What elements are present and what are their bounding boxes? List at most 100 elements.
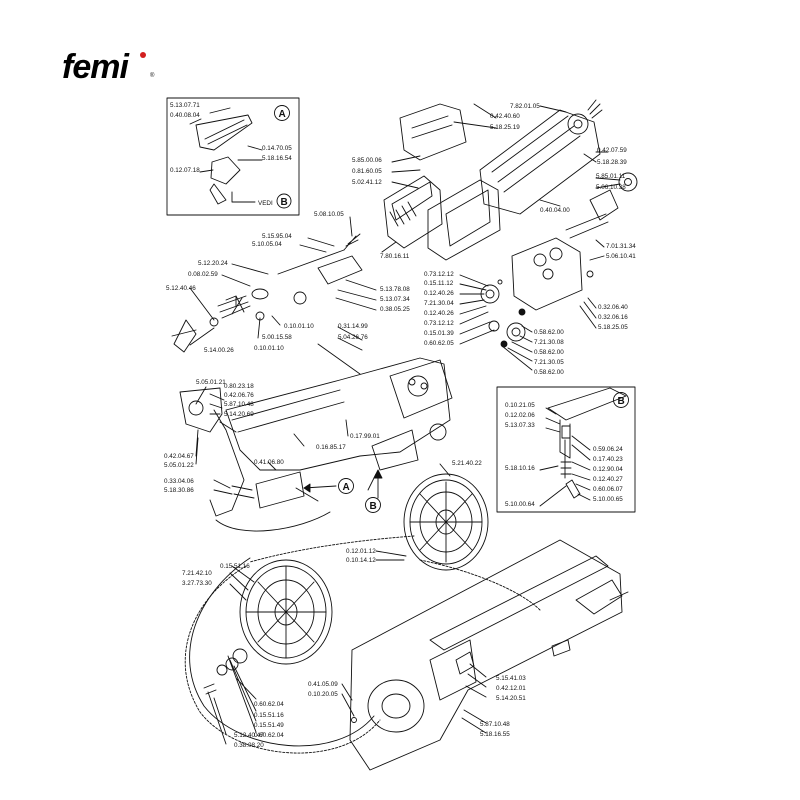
gearbox-cover — [511, 237, 583, 311]
bearing-ring — [488, 320, 500, 332]
label-0.58.62.00-c: 0.58.62.00 — [534, 369, 564, 376]
callout-b-circle — [365, 497, 381, 513]
idler-wheel-spokes — [245, 565, 327, 659]
motor-fan — [618, 172, 638, 192]
gear-mount-bore — [407, 375, 429, 397]
bushing — [293, 291, 307, 305]
label-5.87.10.48: 5.87.10.48 — [224, 401, 254, 408]
label-7.80.16.11: 7.80.16.11 — [380, 253, 410, 260]
label-5.21.40.22: 5.21.40.22 — [452, 460, 482, 467]
label-7.21.42.10: 7.21.42.10 — [182, 570, 212, 577]
label-7.21.30.08: 7.21.30.08 — [534, 339, 564, 346]
inset-b-right-4: 0.12.40.27 — [593, 476, 623, 483]
circlip-2 — [518, 308, 526, 316]
idler-washer — [216, 664, 228, 676]
circlip-1 — [500, 340, 508, 348]
label-0.15.51.16-b: 0.15.51.16 — [254, 712, 284, 719]
label-5.85.00.06: 5.85.00.06 — [352, 157, 382, 164]
idler-wheel — [203, 559, 333, 695]
drive-wheel — [403, 473, 489, 571]
cover-bore-1 — [533, 253, 547, 267]
label-0.12.40.26-b: 0.12.40.26 — [424, 310, 454, 317]
frame-body — [225, 357, 451, 471]
inset-a-label-2: 0.40.08.04 — [170, 112, 200, 119]
bore-hole-2 — [420, 382, 428, 390]
inset-a-label-5: 0.12.07.18 — [170, 167, 200, 174]
label-0.38.05.25: 0.38.05.25 — [380, 306, 410, 313]
sleeve — [251, 288, 269, 300]
idler-bearing-2 — [225, 657, 239, 671]
inset-a-marker: A — [279, 109, 286, 120]
motor-end-hub — [573, 119, 583, 129]
label-0.42.07.59: 0.42.07.59 — [597, 147, 627, 154]
label-5.12.40.47: 5.12.40.47 — [234, 732, 264, 739]
callout-b-marker: B — [370, 501, 377, 512]
wheel-hub-mount — [429, 423, 447, 441]
idler-bearing-1 — [232, 648, 248, 664]
label-0.60.62.04: 0.60.62.04 — [254, 701, 284, 708]
brand-name: femi — [62, 48, 129, 86]
cover-screw — [586, 270, 594, 278]
gearbox-housing — [427, 179, 501, 261]
label-0.10.20.05: 0.10.20.05 — [308, 691, 338, 698]
bore-hole-1 — [408, 378, 416, 386]
spring-coil — [225, 295, 245, 315]
label-0.17.99.01: 0.17.99.01 — [350, 433, 380, 440]
part-labels: 7.82.01.05 0.42.40.60 5.18.25.19 0.42.07… — [164, 103, 636, 749]
label-5.18.28.39: 5.18.28.39 — [597, 159, 627, 166]
label-0.08.02.59: 0.08.02.59 — [188, 271, 218, 278]
frame-bolt — [317, 343, 361, 375]
blade-loop — [184, 535, 541, 754]
cover-ribs — [411, 115, 453, 139]
motor-wires — [587, 99, 603, 119]
guide-plate — [231, 485, 255, 499]
label-5.85.01.11: 5.85.01.11 — [596, 173, 626, 180]
vedi-text: VEDI — [258, 200, 273, 207]
label-0.31.14.99: 0.31.14.99 — [338, 323, 368, 330]
label-0.42.12.01: 0.42.12.01 — [496, 685, 526, 692]
washer-small — [497, 279, 503, 285]
gear-mount-flange — [389, 359, 453, 419]
guard-end-cap — [575, 579, 623, 615]
motor-end-cap — [567, 113, 589, 135]
shaft-key — [565, 213, 609, 239]
clamp-body — [195, 114, 253, 151]
saw-blade — [184, 535, 541, 754]
inset-b-right-5: 0.60.06.07 — [593, 486, 623, 493]
guide-bearing — [188, 400, 204, 416]
label-5.08.10.05: 5.08.10.05 — [314, 211, 344, 218]
inset-b-right-2: 0.17.40.23 — [593, 456, 623, 463]
callout-leaders — [189, 103, 621, 745]
rod-thread — [343, 233, 361, 251]
guard-screw — [351, 717, 357, 723]
guard-lower-panel — [429, 639, 477, 701]
label-0.41.05.09: 0.41.05.09 — [308, 681, 338, 688]
motor-shaft-end — [589, 189, 619, 221]
label-5.04.26.76: 5.04.26.76 — [338, 334, 368, 341]
callout-b-head — [373, 469, 383, 479]
label-5.87.10.48-b: 5.87.10.48 — [480, 721, 510, 728]
guard-outline — [349, 539, 623, 771]
inset-b-pin — [565, 479, 581, 499]
label-0.15.51.16: 0.15.51.16 — [220, 563, 250, 570]
label-0.38.08.20: 0.38.08.20 — [234, 742, 264, 749]
label-5.15.95.04: 5.15.95.04 — [262, 233, 292, 240]
inset-a-detail: A 5.13.07.71 0.40.08.04 0.14.70.05 5.18.… — [166, 97, 300, 216]
inset-a-box — [166, 97, 300, 216]
inset-b-right-6: 5.10.00.65 — [593, 496, 623, 503]
tension-knob — [173, 319, 197, 353]
label-5.05.01.22: 5.05.01.22 — [164, 462, 194, 469]
tension-rod — [277, 249, 345, 275]
inset-b-left-2: 0.12.02.06 — [505, 412, 535, 419]
label-0.41.06.80: 0.41.06.80 — [254, 459, 284, 466]
inset-b-right-1: 0.59.06.24 — [593, 446, 623, 453]
inset-b-right-3: 0.12.90.04 — [593, 466, 623, 473]
nut — [255, 311, 265, 321]
label-0.12.01.12: 0.12.01.12 — [346, 548, 376, 555]
label-0.16.85.17: 0.16.85.17 — [316, 444, 346, 451]
label-0.32.06.40: 0.32.06.40 — [598, 304, 628, 311]
label-0.33.04.06: 0.33.04.06 — [164, 478, 194, 485]
frame-foot — [371, 429, 419, 471]
inset-a-marker-circle — [274, 105, 290, 121]
